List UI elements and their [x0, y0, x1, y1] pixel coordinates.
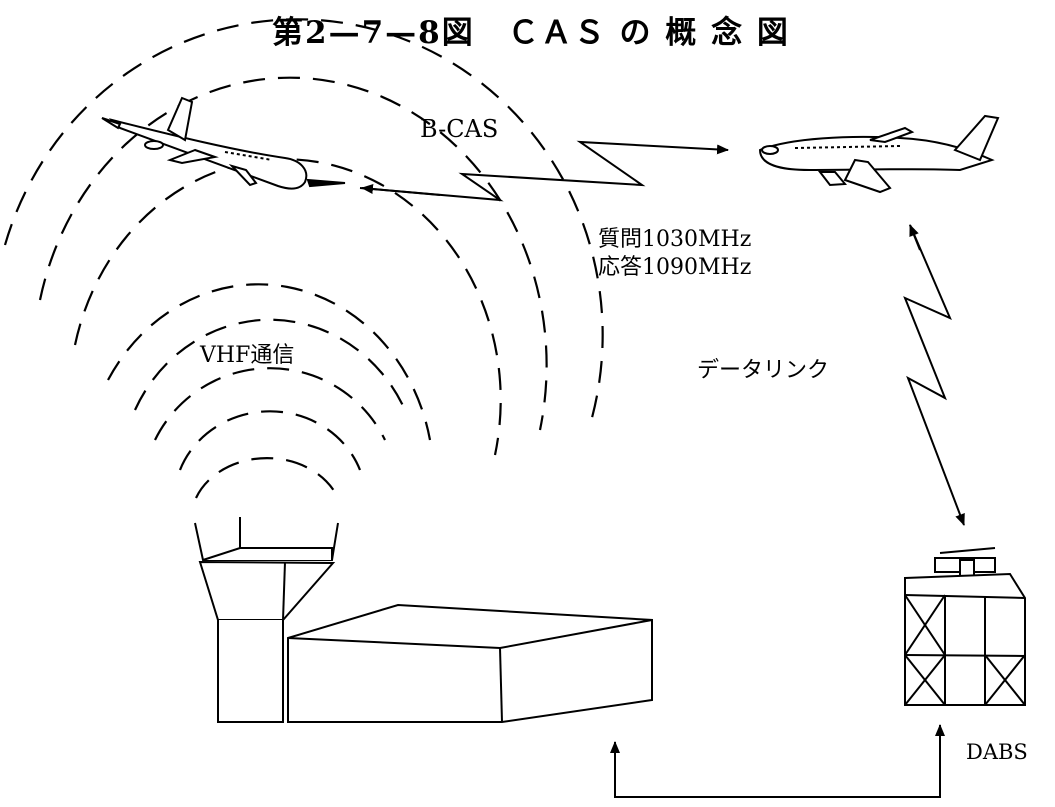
- figure-title: 第2—7—8図 ＣＡＳ の 概 念 図: [272, 15, 790, 51]
- tower-shaft: [198, 560, 336, 621]
- datalink-zigzag: [903, 224, 965, 526]
- control-tower-icon: [194, 517, 653, 723]
- datalink-label: データリンク: [697, 358, 830, 383]
- radar-station-icon: [904, 547, 1026, 706]
- datalink-link: [903, 224, 965, 526]
- vhf-wave-2: [178, 410, 362, 471]
- vhf-label: VHF通信: [200, 343, 295, 368]
- vhf-radio-waves: [3, 18, 604, 499]
- bcas-label: B-CAS: [420, 115, 499, 143]
- vhf-wave-6: [73, 158, 502, 456]
- vhf-wave-4: [133, 318, 407, 411]
- bcas-reply-arrow: [361, 184, 441, 196]
- vhf-wave-1: [195, 457, 339, 499]
- ground-link-line: [614, 724, 945, 798]
- ground-link: [610, 724, 945, 798]
- vhf-wave-7: [38, 76, 548, 431]
- vhf-wave-5: [107, 283, 432, 441]
- interrogation-frequency-label: 質問1030MHz: [598, 227, 752, 252]
- reply-frequency-label: 応答1090MHz: [598, 255, 752, 280]
- atc-building: [287, 603, 653, 723]
- bcas-link: [359, 140, 729, 202]
- dabs-label: DABS: [966, 740, 1028, 764]
- vhf-wave-8: [3, 18, 604, 426]
- datalink-up-arrow: [909, 224, 921, 251]
- airplane-right-icon: [758, 114, 1000, 194]
- bcas-zigzag: [359, 140, 729, 202]
- vhf-wave-3: [154, 367, 386, 441]
- airplane-left-icon: [101, 96, 346, 190]
